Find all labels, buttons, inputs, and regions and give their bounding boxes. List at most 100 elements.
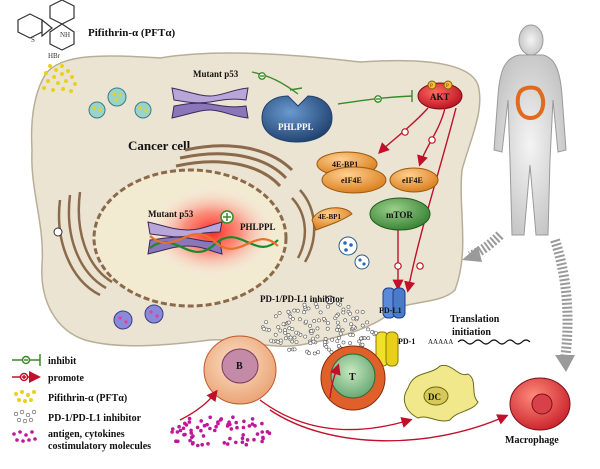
particle-dot — [199, 419, 203, 423]
particle-dot — [312, 319, 317, 323]
particle-dot — [200, 442, 204, 447]
particle-dot — [341, 340, 346, 345]
particle-dot — [359, 336, 363, 341]
akt-node: P P AKT — [417, 80, 463, 110]
nh-label: NH — [60, 31, 70, 39]
particle-dot — [283, 330, 288, 335]
particle-dot — [188, 438, 192, 443]
phlppl-nucleus-label: PHLPPL — [240, 222, 276, 232]
striped-arrow-top — [462, 231, 504, 262]
particle-dot — [178, 428, 183, 433]
legend-antigen-icon — [12, 430, 37, 443]
particle-dot — [176, 439, 180, 444]
vesicle-2 — [88, 101, 106, 119]
particle-dot — [374, 331, 378, 336]
antigen-dots-cluster — [170, 415, 272, 448]
pdl1-receptor: PD-L1 — [379, 287, 406, 319]
particle-dot — [202, 423, 207, 428]
particle-dot — [216, 420, 220, 424]
particle-dot — [264, 320, 269, 325]
akt-p-tag-1: P — [430, 84, 433, 89]
bottom-promote-arrows — [179, 363, 509, 442]
legend-inhibitor-label: PD-1/PD-L1 inhibitor — [48, 413, 142, 424]
particle-dot — [366, 336, 371, 341]
particle-dot — [360, 310, 365, 314]
legend-pfta-label: Pifithrin-α (PFTα) — [48, 393, 127, 404]
particle-dot — [316, 350, 321, 355]
particle-dot — [240, 436, 245, 441]
cancer-cell-label: Cancer cell — [128, 138, 191, 153]
legend: inhibit promote Pifithrin-α (PFTα) PD-1/… — [12, 354, 151, 452]
particle-dot — [288, 335, 293, 340]
particle-dot — [191, 441, 195, 445]
particle-dot — [208, 415, 212, 420]
particle-dot — [318, 310, 323, 315]
particle-dot — [234, 420, 238, 425]
particle-dot — [245, 438, 250, 442]
mtor-label: mTOR — [386, 210, 413, 220]
translation-label: Translation — [450, 314, 500, 325]
particle-dot — [330, 337, 335, 342]
particle-dot — [292, 347, 297, 352]
particle-dot — [252, 437, 256, 442]
particle-dot — [208, 426, 212, 431]
particle-dot — [360, 323, 365, 328]
particle-dot — [199, 428, 203, 433]
particle-dot — [311, 339, 316, 344]
particle-dot — [281, 322, 286, 327]
vesicle-1 — [107, 87, 127, 107]
particle-dot — [206, 442, 210, 446]
particle-dot — [355, 309, 360, 314]
particle-dot — [335, 320, 340, 325]
particle-dot — [278, 338, 283, 343]
particle-dot — [324, 344, 329, 349]
particle-dot — [244, 442, 249, 447]
bp1-top-label: 4E-BP1 — [332, 160, 358, 169]
legend-promote-icon — [12, 371, 41, 383]
particle-dot — [250, 422, 255, 426]
particle-dot — [228, 422, 232, 427]
particle-dot — [242, 419, 246, 424]
particle-dot — [278, 328, 283, 333]
particle-dot — [343, 318, 348, 323]
particle-dot — [286, 309, 291, 314]
t-cell-label: T — [349, 372, 356, 383]
particle-dot — [283, 336, 288, 341]
particle-dot — [222, 441, 227, 445]
pd1-receptor: PD-1 — [375, 331, 415, 367]
particle-dot — [276, 325, 281, 330]
particle-dot — [277, 311, 282, 315]
particle-dot — [267, 431, 272, 436]
particle-dot — [312, 351, 317, 356]
pdl1-label: PD-L1 — [379, 306, 402, 315]
inhibitor-dots-cluster — [260, 301, 378, 356]
particle-dot — [336, 343, 341, 348]
particle-dot — [171, 427, 175, 431]
particle-dot — [308, 341, 313, 346]
mutant-p53-nucleus-label: Mutant p53 — [148, 209, 194, 219]
particle-dot — [308, 323, 313, 328]
particle-dot — [304, 319, 308, 324]
particle-dot — [189, 431, 193, 435]
svg-text:S: S — [31, 36, 35, 44]
particle-dot — [336, 324, 341, 329]
particle-dot — [325, 326, 330, 331]
particle-dot — [177, 424, 181, 429]
particle-dot — [337, 335, 342, 340]
particle-dot — [335, 327, 340, 332]
particle-dot — [269, 338, 274, 343]
particle-dot — [240, 440, 245, 445]
particle-dot — [287, 326, 292, 331]
particle-dot — [334, 314, 339, 318]
particle-dot — [275, 339, 280, 344]
particle-dot — [327, 347, 332, 352]
pfta-structure: S HBr NH — [17, 0, 75, 60]
particle-dot — [250, 417, 255, 421]
b-cell: B — [203, 335, 277, 405]
bp1-lower-label: 4E-BP1 — [318, 213, 341, 221]
particle-dot — [326, 321, 330, 326]
particle-dot — [294, 330, 299, 335]
inhibit-phlppl-to-akt — [337, 90, 413, 105]
particle-dot — [292, 335, 297, 340]
particle-dot — [365, 320, 370, 325]
